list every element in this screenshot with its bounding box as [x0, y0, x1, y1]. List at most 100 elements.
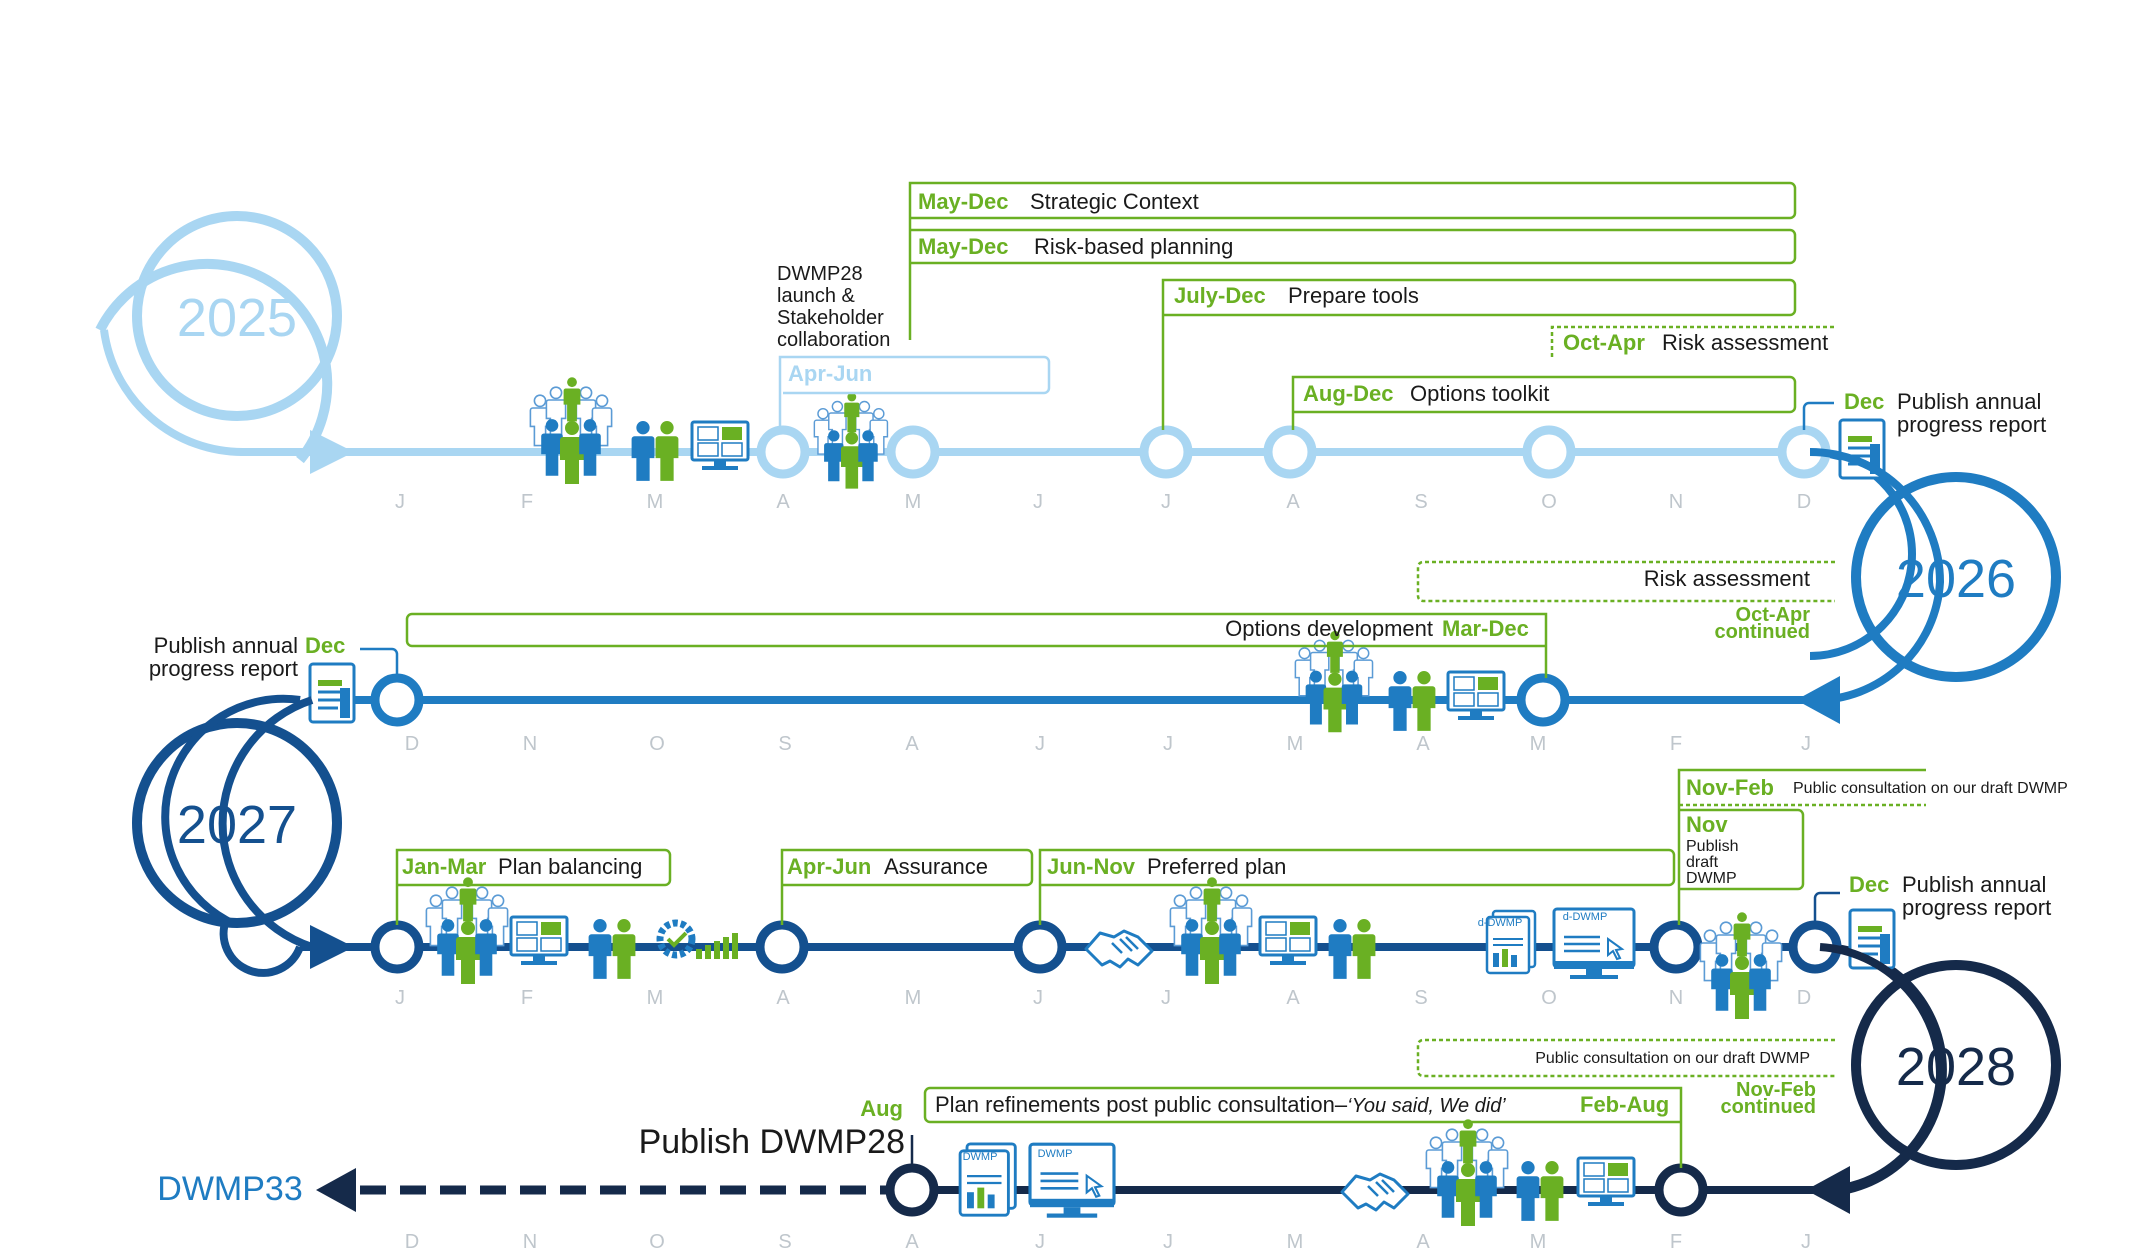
- options-development-label: Options development: [1225, 616, 1433, 641]
- publish-dwmp28-label: Publish DWMP28: [639, 1123, 905, 1161]
- annual-report-label-1: Publish annual: [1897, 389, 2041, 414]
- options-development-period: Mar-Dec: [1442, 616, 1529, 641]
- public-consultation-label: Public consultation on our draft DWMP: [1535, 1050, 1810, 1067]
- month-label: M: [905, 491, 922, 513]
- risk-based-period: May-Dec: [918, 234, 1008, 259]
- publish-draft-label-1: Publish: [1686, 838, 1738, 855]
- month-label: J: [1163, 733, 1173, 755]
- arrow-left-icon: [316, 1168, 356, 1212]
- preferred-plan-label: Preferred plan: [1147, 854, 1286, 879]
- month-label: N: [523, 1231, 537, 1253]
- launch-text-4: collaboration: [777, 329, 890, 351]
- month-label: A: [905, 733, 919, 755]
- publish-draft-label-3: DWMP: [1686, 870, 1737, 887]
- public-consultation-bar: [1677, 768, 1926, 925]
- month-label: O: [649, 1231, 665, 1253]
- people-group-icon: [426, 877, 507, 984]
- dwmp-doc-label: DWMP: [963, 1151, 998, 1163]
- month-label: J: [395, 491, 405, 513]
- month-label: O: [1541, 987, 1557, 1009]
- milestone-jun: [1013, 920, 1067, 974]
- month-label: D: [1797, 491, 1811, 513]
- month-label: S: [778, 1231, 791, 1253]
- arrow-left-icon: [1806, 1166, 1850, 1214]
- annual-report-period: Dec: [1849, 872, 1889, 897]
- month-label: J: [1033, 987, 1043, 1009]
- row-2028: 2028 DWMP33 D N O S A J J M A M F J DWMP…: [157, 943, 2061, 1253]
- annual-report-label-2: progress report: [149, 656, 298, 681]
- month-label: M: [1530, 733, 1547, 755]
- d-dwmp-doc-label: d-DWMP: [1478, 917, 1523, 929]
- milestone-apr: [755, 920, 809, 974]
- month-label: D: [405, 733, 419, 755]
- report-icon: [308, 662, 356, 724]
- annual-report-label-1: Publish annual: [154, 633, 298, 658]
- plan-refinements-text: Plan refinements post public consultatio…: [935, 1092, 1348, 1117]
- milestone-jul: [1139, 425, 1193, 479]
- options-toolkit-period: Aug-Dec: [1303, 381, 1393, 406]
- month-label: J: [395, 987, 405, 1009]
- month-label: F: [521, 987, 533, 1009]
- plan-refinements-quote: ‘You said, We did’: [1347, 1095, 1506, 1117]
- risk-assessment-label: Risk assessment: [1644, 566, 1810, 591]
- dwmp33-label: DWMP33: [157, 1170, 302, 1208]
- publish-draft-bar: [1679, 808, 1805, 891]
- row-2025: 2025 J F M A M J J A S O N D: [95, 181, 2046, 660]
- annual-report-period: Dec: [305, 633, 345, 658]
- prepare-tools-label: Prepare tools: [1288, 283, 1419, 308]
- month-label: N: [1669, 987, 1683, 1009]
- month-label: J: [1163, 1231, 1173, 1253]
- year-2028-ring: [1851, 960, 2061, 1170]
- plan-balancing-bar: [395, 848, 672, 925]
- people-group-icon: [530, 377, 611, 484]
- publish-draft-period: Nov: [1686, 812, 1728, 837]
- month-label: N: [1669, 491, 1683, 513]
- arrow-right-icon: [310, 925, 354, 969]
- month-label: M: [647, 491, 664, 513]
- video-call-icon: [690, 420, 750, 472]
- video-call-icon: [1258, 915, 1318, 967]
- milestone-aug: [885, 1163, 939, 1217]
- assurance-bar: [780, 848, 1034, 925]
- annual-report-label-1: Publish annual: [1902, 872, 2046, 897]
- annual-report-label-2: progress report: [1897, 412, 2046, 437]
- public-consultation-continued-bar: [1416, 1038, 1835, 1078]
- month-label: O: [649, 733, 665, 755]
- risk-based-bar: [910, 228, 1797, 265]
- month-label: S: [778, 733, 791, 755]
- risk-assessment-bar: [1550, 325, 1835, 357]
- year-2026-ring: [1851, 472, 2061, 682]
- public-consultation-continued-2: continued: [1720, 1096, 1816, 1118]
- d-dwmp-screen-label: d-DWMP: [1563, 911, 1608, 923]
- risk-assessment-period: Oct-Apr: [1563, 330, 1645, 355]
- strategic-context-period: May-Dec: [918, 189, 1008, 214]
- month-label: A: [1286, 491, 1300, 513]
- month-label: J: [1801, 1231, 1811, 1253]
- month-label: M: [647, 987, 664, 1009]
- risk-based-label: Risk-based planning: [1034, 234, 1233, 259]
- month-label: D: [405, 1231, 419, 1253]
- month-label: M: [1287, 733, 1304, 755]
- year-2026-label: 2026: [1896, 549, 2016, 609]
- prepare-tools-period: July-Dec: [1174, 283, 1266, 308]
- plan-refinements-period: Feb-Aug: [1580, 1092, 1669, 1117]
- milestone-mar: [1516, 673, 1570, 727]
- people-group-icon: [1170, 877, 1251, 984]
- strategic-context-label: Strategic Context: [1030, 189, 1199, 214]
- plan-balancing-label: Plan balancing: [498, 854, 642, 879]
- milestone-oct: [1522, 425, 1576, 479]
- annual-report-label-2: progress report: [1902, 895, 2051, 920]
- plan-balancing-period: Jan-Mar: [402, 854, 487, 879]
- options-toolkit-label: Options toolkit: [1410, 381, 1549, 406]
- month-label: J: [1035, 1231, 1045, 1253]
- milestone-aug: [1263, 425, 1317, 479]
- risk-assessment-continued-2: continued: [1714, 621, 1810, 643]
- handshake-icon: [1340, 1172, 1410, 1212]
- month-label: F: [1670, 1231, 1682, 1253]
- publish-draft-label-2: draft: [1686, 854, 1719, 871]
- month-label: F: [1670, 733, 1682, 755]
- month-label: M: [1287, 1231, 1304, 1253]
- year-2025-ring: [132, 211, 342, 421]
- handshake-icon: [1084, 929, 1154, 969]
- annual-report-period: Dec: [1844, 389, 1884, 414]
